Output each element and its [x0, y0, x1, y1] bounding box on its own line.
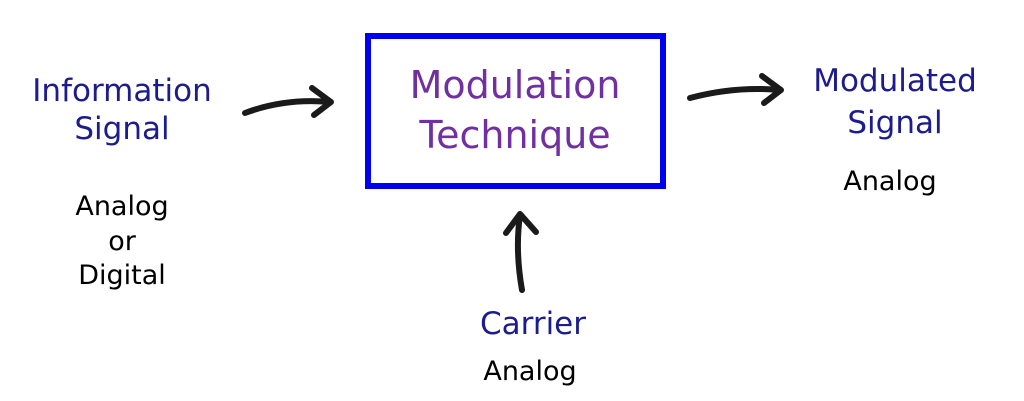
- arrow-input-to-box: [242, 85, 334, 118]
- information-signal-label-line1: Information: [32, 73, 212, 109]
- input-type-or: or: [108, 226, 136, 257]
- modulation-technique-box: [365, 33, 666, 189]
- input-type-digital: Digital: [78, 260, 166, 291]
- modulated-signal-label-line2: Signal: [847, 105, 943, 141]
- input-type-analog: Analog: [75, 191, 169, 222]
- output-type-analog: Analog: [843, 166, 937, 197]
- modulated-signal-label-line1: Modulated: [813, 63, 977, 99]
- modulation-technique-line1: Modulation: [409, 63, 621, 107]
- modulation-technique-line2: Technique: [419, 113, 611, 157]
- carrier-type-analog: Analog: [483, 356, 577, 387]
- carrier-label: Carrier: [479, 306, 587, 342]
- arrow-carrier-to-box: [503, 211, 539, 293]
- information-signal-label-line2: Signal: [74, 111, 170, 147]
- arrow-box-to-output: [687, 73, 784, 106]
